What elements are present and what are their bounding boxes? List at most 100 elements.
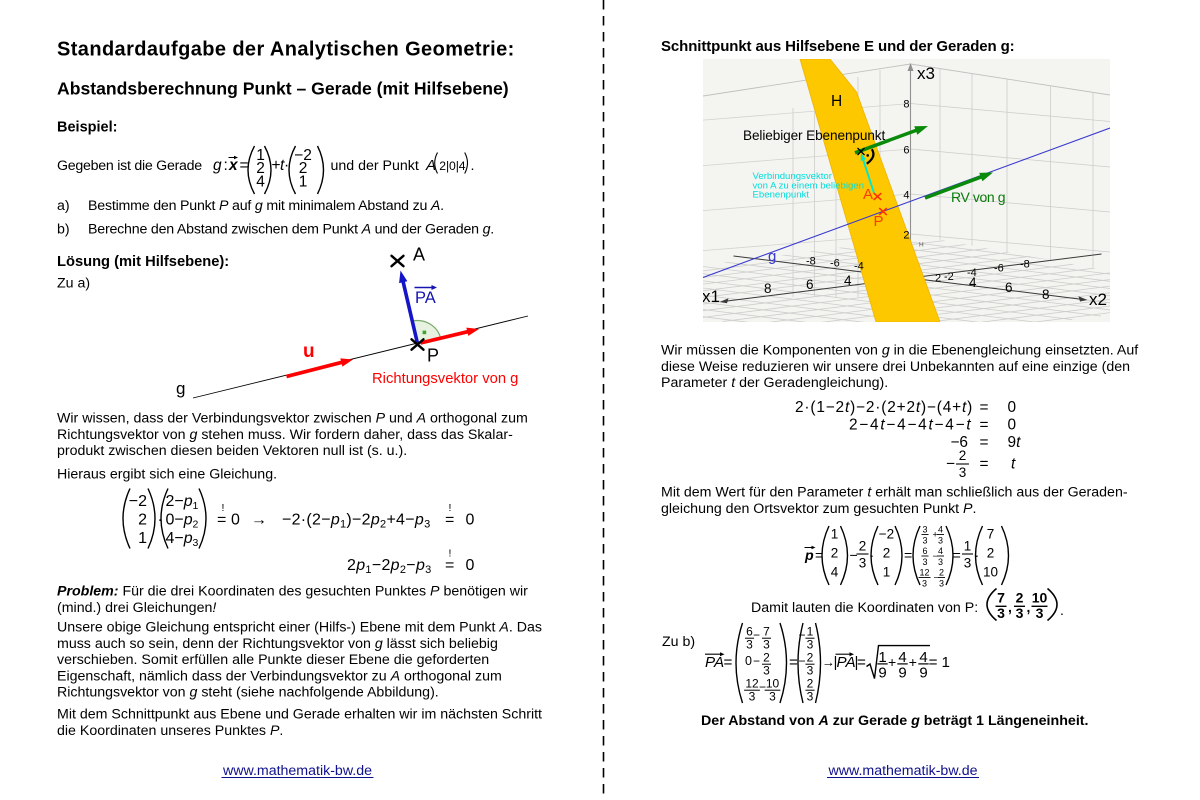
svg-text:A: A [425, 157, 436, 174]
svg-text:4: 4 [898, 649, 906, 666]
svg-text:3: 3 [938, 557, 943, 567]
svg-text:!: ! [449, 548, 452, 560]
svg-text:Eigenschaft, nämlich dass der: Eigenschaft, nämlich dass der Verbindung… [57, 669, 502, 685]
svg-text:3: 3 [859, 555, 867, 570]
svg-text:+: + [888, 654, 896, 670]
svg-text:8: 8 [903, 99, 909, 111]
svg-text:2: 2 [987, 546, 995, 561]
svg-text:−: − [753, 628, 760, 642]
svg-text:2: 2 [939, 568, 944, 578]
svg-text:10: 10 [1032, 590, 1048, 606]
svg-text:2|0|4: 2|0|4 [439, 159, 465, 173]
svg-text:−: − [759, 680, 766, 694]
svg-text:2: 2 [807, 651, 814, 665]
svg-text:−: − [798, 628, 805, 642]
svg-text:verschieben. Somit erfüllen al: verschieben. Somit erfüllen alle Punkte … [57, 652, 489, 668]
svg-text:→: → [251, 512, 267, 529]
svg-text:Gegeben ist die Gerade: Gegeben ist die Gerade [57, 158, 202, 174]
svg-text:Wir müssen die Komponenten von: Wir müssen die Komponenten von g in die … [661, 343, 1138, 359]
svg-text:=: = [904, 548, 912, 564]
svg-text:Wir wissen, dass der Verbindun: Wir wissen, dass der Verbindungsvektor z… [57, 411, 528, 427]
svg-text:4: 4 [938, 525, 943, 535]
svg-text:x: x [228, 157, 239, 174]
svg-text:3: 3 [749, 689, 756, 703]
svg-text:www.mathematik-bw.de: www.mathematik-bw.de [827, 763, 977, 779]
svg-text:=: = [815, 548, 823, 564]
svg-text:A: A [863, 186, 873, 203]
svg-text:2·(1−2t)−2·(2+2t)−(4+t): 2·(1−2t)−2·(2+2t)−(4+t) [795, 399, 973, 416]
svg-text:0: 0 [466, 557, 475, 574]
svg-text:9t: 9t [1008, 434, 1022, 451]
svg-text:|: | [834, 654, 838, 671]
svg-text:7: 7 [763, 625, 770, 639]
svg-text:Richtungsvektor von g steht (s: Richtungsvektor von g steht (siehe nachf… [57, 685, 439, 701]
svg-text:4: 4 [903, 190, 909, 202]
svg-text:Mit dem Wert für den Parameter: Mit dem Wert für den Parameter t erhält … [661, 485, 1128, 501]
svg-text:-8: -8 [1020, 259, 1030, 271]
svg-text:PA: PA [837, 654, 856, 671]
svg-text:1: 1 [878, 649, 886, 666]
svg-text:=: = [240, 157, 249, 174]
svg-text:−: − [798, 654, 805, 668]
svg-text:3: 3 [193, 537, 199, 549]
svg-text:2p1−2p2−p3: 2p1−2p2−p3 [347, 557, 432, 576]
svg-text:Verbindungsvektor: Verbindungsvektor [753, 171, 833, 182]
svg-text:b): b) [57, 222, 70, 238]
svg-text:2: 2 [903, 230, 909, 242]
svg-text:produkt zwischen diesen beiden: produkt zwischen diesen beiden Vektoren … [57, 443, 407, 459]
svg-text:Mit dem Schnittpunkt aus Ebene: Mit dem Schnittpunkt aus Ebene und Gerad… [57, 707, 542, 723]
svg-text:.: . [471, 158, 475, 174]
svg-text:Parameter t der Geradengleichu: Parameter t der Geradengleichung). [661, 375, 888, 391]
svg-text:x3: x3 [917, 64, 935, 83]
svg-text:3: 3 [922, 536, 927, 546]
svg-text:2: 2 [138, 512, 147, 529]
svg-text:→: → [822, 655, 835, 670]
svg-text:www.mathematik-bw.de: www.mathematik-bw.de [222, 763, 372, 779]
svg-text:x1: x1 [702, 287, 720, 306]
svg-text:−6: −6 [950, 434, 968, 451]
svg-text:-2: -2 [944, 271, 954, 283]
svg-text:3: 3 [959, 465, 967, 480]
svg-text:3: 3 [964, 555, 972, 570]
svg-text:Schnittpunkt aus Hilfsebene E: Schnittpunkt aus Hilfsebene E und der Ge… [661, 38, 1015, 55]
svg-text:2: 2 [807, 677, 814, 691]
svg-text:Richtungsvektor von g: Richtungsvektor von g [372, 371, 518, 387]
svg-text:4: 4 [919, 649, 927, 666]
svg-text:P: P [874, 213, 884, 230]
svg-text:0−p: 0−p [166, 512, 193, 529]
svg-text:2: 2 [763, 651, 770, 665]
svg-text:1: 1 [883, 565, 891, 580]
svg-text:·: · [975, 548, 980, 564]
svg-text:7: 7 [987, 527, 995, 542]
svg-text:g: g [213, 157, 222, 174]
svg-text:4: 4 [938, 546, 943, 556]
svg-text:1: 1 [807, 625, 814, 639]
svg-text:·: · [284, 157, 289, 174]
svg-text:3: 3 [1036, 605, 1044, 621]
svg-text:3: 3 [997, 605, 1005, 621]
svg-text:=: = [953, 548, 961, 564]
svg-text:1: 1 [138, 530, 147, 547]
svg-text:6: 6 [746, 625, 753, 639]
svg-text:Problem: Für die drei Koordina: Problem: Für die drei Koordinaten des ge… [57, 584, 528, 600]
svg-text:(mind.) drei Gleichungen!: (mind.) drei Gleichungen! [57, 600, 216, 616]
svg-text:−: − [946, 456, 955, 473]
svg-text:9: 9 [878, 664, 886, 681]
svg-text:1: 1 [964, 538, 972, 553]
svg-text:0: 0 [231, 512, 240, 529]
svg-text:a): a) [57, 198, 70, 214]
svg-text:4: 4 [256, 174, 265, 191]
svg-text:RV von g: RV von g [951, 189, 1005, 205]
svg-text:−: − [933, 551, 938, 561]
svg-text:2−p: 2−p [166, 493, 193, 510]
svg-text:P: P [427, 346, 439, 366]
svg-text:=: = [857, 654, 866, 671]
svg-text:=: = [445, 557, 454, 574]
svg-text:t: t [1011, 456, 1016, 473]
svg-text:Der Abstand von A zur Gerade g: Der Abstand von A zur Gerade g beträgt 1… [701, 713, 1089, 729]
svg-text:diese Weise reduzieren wir uns: diese Weise reduzieren wir unsere drei U… [661, 359, 1130, 375]
svg-text:+: + [933, 530, 938, 540]
svg-text:3: 3 [769, 689, 776, 703]
svg-text:8: 8 [1042, 287, 1050, 302]
svg-text:PA: PA [705, 654, 724, 671]
